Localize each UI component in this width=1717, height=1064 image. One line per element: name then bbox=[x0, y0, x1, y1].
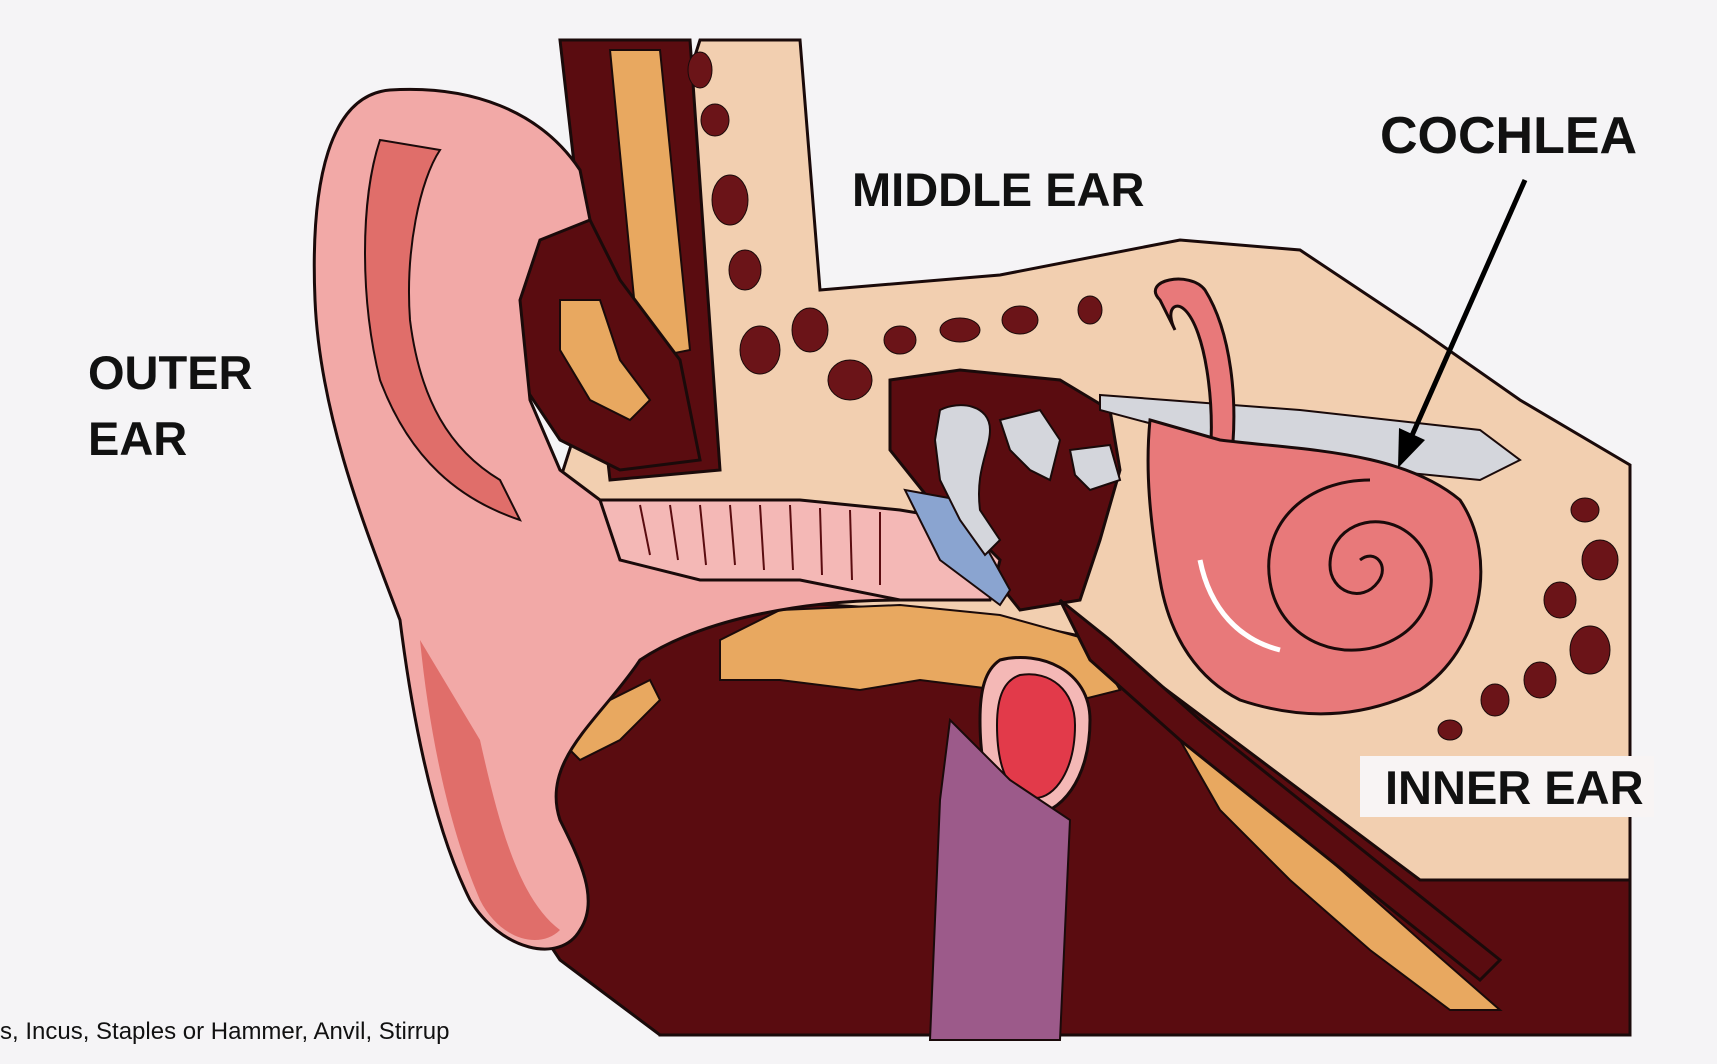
inner-ear-label: INNER EAR bbox=[1360, 756, 1654, 817]
cochlea-label: COCHLEA bbox=[1380, 106, 1637, 166]
outer-ear-label-line1: OUTER bbox=[88, 340, 253, 406]
outer-ear-label: OUTER EAR bbox=[88, 340, 253, 472]
outer-ear-label-line2: EAR bbox=[88, 406, 253, 472]
middle-ear-label: MIDDLE EAR bbox=[852, 162, 1144, 217]
ossicles-caption: s, Incus, Staples or Hammer, Anvil, Stir… bbox=[0, 1018, 450, 1046]
